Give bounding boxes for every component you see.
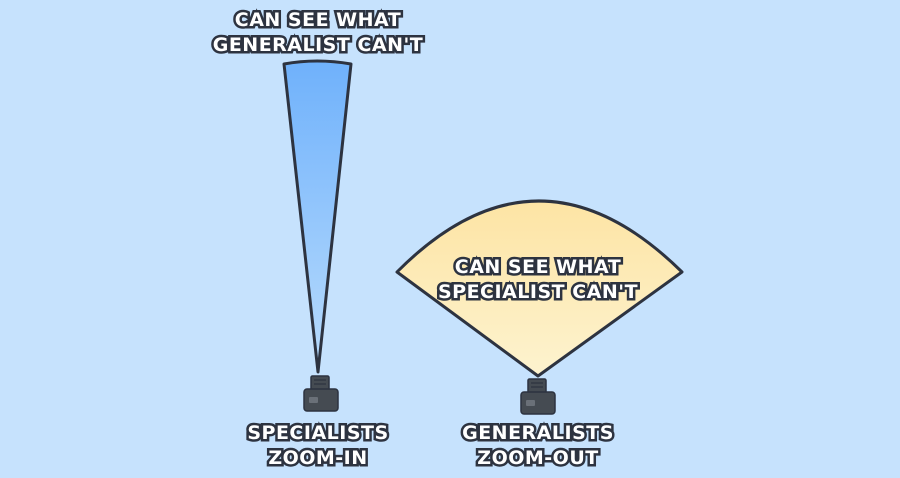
camera-icon: [520, 378, 556, 415]
caption-line: GENERALIST CAN'T: [210, 32, 425, 59]
caption-line: GENERALISTS: [460, 420, 616, 447]
specialist-label: SPECIALISTS ZOOM-IN: [245, 420, 391, 472]
caption-line: ZOOM-OUT: [475, 445, 601, 472]
specialist-top-caption: CAN SEE WHAT GENERALIST CAN'T: [210, 7, 425, 59]
wide-view-fan: [395, 199, 684, 378]
caption-line: SPECIALIST CAN'T: [435, 279, 640, 306]
generalist-label: GENERALISTS ZOOM-OUT: [460, 420, 616, 472]
caption-line: CAN SEE WHAT: [452, 254, 623, 281]
caption-line: CAN SEE WHAT: [232, 7, 403, 34]
caption-line: SPECIALISTS: [245, 420, 391, 447]
caption-line: ZOOM-IN: [266, 445, 370, 472]
camera-icon: [303, 375, 339, 412]
generalist-fan-caption: CAN SEE WHAT SPECIALIST CAN'T: [435, 254, 640, 306]
narrow-view-beam: [282, 59, 353, 374]
